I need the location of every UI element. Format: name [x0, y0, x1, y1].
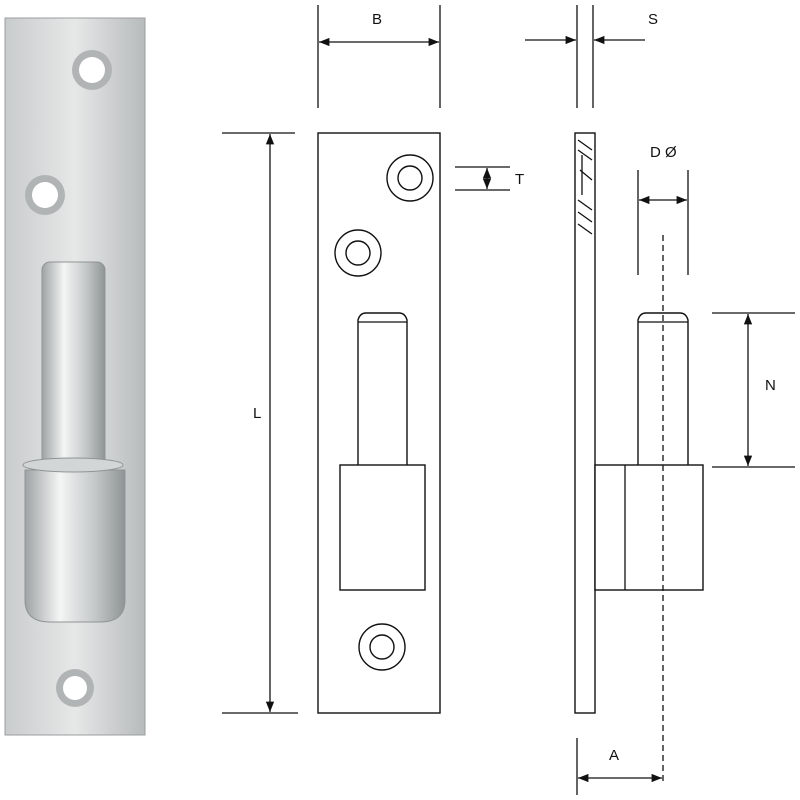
side-hatching [577, 139, 593, 235]
label-b: B [372, 11, 382, 28]
label-l: L [253, 405, 261, 422]
label-s: S [648, 11, 658, 28]
label-a: A [609, 747, 619, 764]
side-plate [574, 132, 596, 714]
side-view [574, 132, 704, 785]
photo-pin-base [24, 469, 126, 623]
photo-hole [32, 182, 58, 208]
dimension-n: N [712, 312, 795, 468]
front-hole-inner [345, 240, 371, 266]
dimension-a: A [576, 738, 662, 795]
photo-hole [63, 676, 87, 700]
front-hole-inner [369, 634, 395, 660]
dimension-l: L [222, 132, 298, 714]
label-n: N [765, 377, 776, 394]
product-photo [4, 17, 146, 736]
dimension-t: T [455, 166, 524, 191]
front-hole-inner [397, 165, 423, 191]
label-d: D Ø [650, 144, 677, 161]
front-view [317, 132, 441, 714]
side-pin-base [594, 464, 704, 591]
photo-hole [79, 57, 105, 83]
dimension-s: S [525, 5, 658, 108]
photo-pin [41, 261, 106, 471]
label-t: T [515, 171, 524, 188]
photo-pin-shoulder [22, 457, 124, 473]
dimension-b: B [317, 5, 441, 108]
dimension-d: D Ø [637, 144, 689, 275]
front-pin-base [339, 464, 426, 591]
front-pin [357, 312, 408, 465]
